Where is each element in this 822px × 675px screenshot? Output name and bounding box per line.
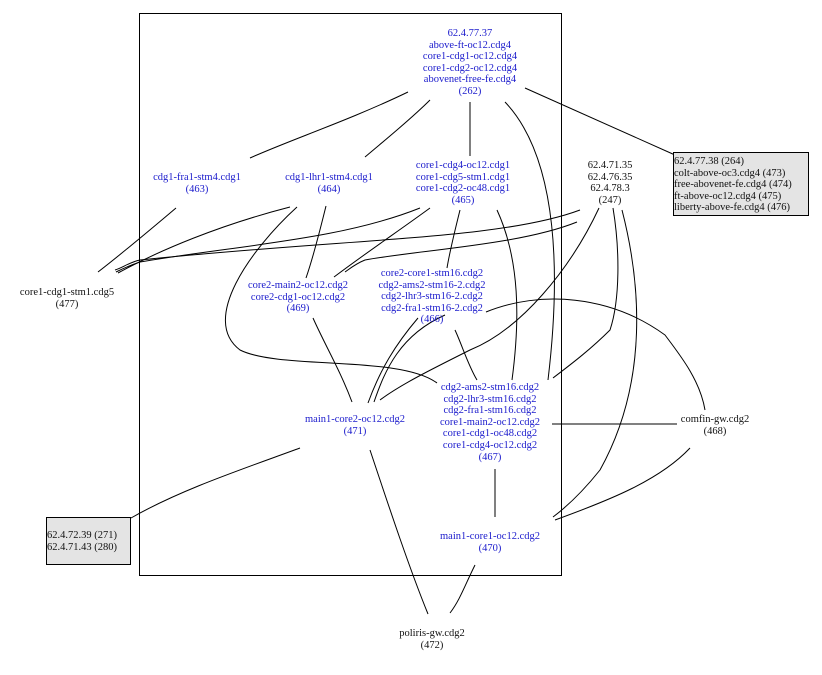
group-item: 62.4.72.39 (271) <box>47 530 117 541</box>
group-box-right[interactable]: 62.4.77.38 (264) colt-above-oc3.cdg4 (47… <box>673 152 809 216</box>
group-item: free-abovenet-fe.cdg4 (474) <box>674 179 792 191</box>
node-262[interactable]: 62.4.77.37 above-ft-oc12.cdg4 core1-cdg1… <box>423 28 517 98</box>
node-label-line: cdg2-fra1-stm16.cdg2 <box>443 405 537 417</box>
node-label-line: core1-cdg4-oc12.cdg1 <box>415 160 511 171</box>
node-label-line: cdg2-fra1-stm16-2.cdg2 <box>381 302 483 314</box>
edge-262-467 <box>504 101 555 381</box>
group-item: colt-above-oc3.cdg4 (473) <box>674 167 786 179</box>
edge-464-467 <box>224 206 438 384</box>
node-471[interactable]: main1-core2-oc12.cdg2 (471) <box>305 414 405 437</box>
group-item: ft-above-oc12.cdg4 (475) <box>674 190 782 202</box>
edge-469-471 <box>312 317 353 403</box>
node-id: (262) <box>458 85 482 97</box>
group-item: 62.4.71.43 (280) <box>47 541 117 553</box>
node-id: (464) <box>317 183 341 195</box>
node-label-line: 62.4.77.37 <box>447 28 493 39</box>
node-label-line: main1-core1-oc12.cdg2 <box>439 531 541 542</box>
node-472[interactable]: poliris-gw.cdg2 (472) <box>399 628 465 651</box>
edge-464-469 <box>305 205 327 279</box>
edge-466-471 <box>367 317 419 404</box>
edge-247-470 <box>552 209 638 518</box>
node-469[interactable]: core2-main2-oc12.cdg2 core2-cdg1-oc12.cd… <box>248 280 348 315</box>
edge-466-468 <box>485 298 706 411</box>
group-item: 62.4.77.38 (264) <box>674 156 744 167</box>
node-label-line: core2-cdg1-oc12.cdg2 <box>250 291 346 303</box>
node-label-line: core1-cdg1-oc12.cdg4 <box>422 51 518 63</box>
cluster-box <box>139 13 562 576</box>
edge-465-469 <box>333 207 431 278</box>
group-item: liberty-above-fe.cdg4 (476) <box>674 202 791 214</box>
edge-468-470 <box>554 447 691 521</box>
edge-465-466 <box>446 209 461 269</box>
node-470[interactable]: main1-core1-oc12.cdg2 (470) <box>440 531 540 554</box>
node-465[interactable]: core1-cdg4-oc12.cdg1 core1-cdg5-stm1.cdg… <box>416 160 510 206</box>
node-id: (470) <box>478 542 502 554</box>
group-box-left[interactable]: 62.4.72.39 (271) 62.4.71.43 (280) <box>46 517 131 565</box>
node-id: (467) <box>478 451 502 463</box>
node-id: (247) <box>598 194 622 206</box>
node-id: (465) <box>451 194 475 206</box>
node-id: (468) <box>703 425 727 437</box>
node-label-line: 62.4.76.35 <box>587 171 633 183</box>
node-id: (466) <box>420 314 444 326</box>
node-id: (463) <box>185 183 209 195</box>
node-label-line: 62.4.78.3 <box>590 183 630 195</box>
node-247[interactable]: 62.4.71.35 62.4.76.35 62.4.78.3 (247) <box>588 160 633 206</box>
node-label-line: cdg2-ams2-stm16-2.cdg2 <box>378 279 486 291</box>
node-label-line: core2-core1-stm16.cdg2 <box>380 268 484 279</box>
edge-247-477 <box>114 209 581 271</box>
node-466[interactable]: core2-core1-stm16.cdg2 cdg2-ams2-stm16-2… <box>378 268 485 326</box>
node-label-line: core1-cdg2-oc12.cdg4 <box>422 62 518 74</box>
node-id: (469) <box>286 303 310 315</box>
node-label-line: core2-main2-oc12.cdg2 <box>247 280 349 291</box>
node-label-line: poliris-gw.cdg2 <box>399 628 465 639</box>
node-label-line: core1-main2-oc12.cdg2 <box>439 416 541 428</box>
node-464[interactable]: cdg1-lhr1-stm4.cdg1 (464) <box>285 172 373 195</box>
node-label-line: cdg2-ams2-stm16.cdg2 <box>440 382 540 393</box>
edge-262-463 <box>249 91 409 159</box>
edge-465-467 <box>496 209 518 381</box>
edge-247-471 <box>379 207 600 401</box>
edge-262-464 <box>364 99 431 158</box>
node-label-line: comfin-gw.cdg2 <box>680 414 750 425</box>
edge-262-right-group <box>524 87 676 156</box>
edge-466b-471 <box>373 314 446 403</box>
node-477[interactable]: core1-cdg1-stm1.cdg5 (477) <box>20 287 114 310</box>
node-id: (471) <box>343 425 367 437</box>
node-label-line: 62.4.71.35 <box>587 160 633 171</box>
node-label-line: above-ft-oc12.cdg4 <box>429 39 511 51</box>
node-463[interactable]: cdg1-fra1-stm4.cdg1 (463) <box>153 172 241 195</box>
edge-471-472 <box>369 449 429 615</box>
node-label-line: core1-cdg4-oc12.cdg2 <box>442 439 538 451</box>
node-label-line: cdg2-lhr3-stm16-2.cdg2 <box>381 291 483 303</box>
node-label-line: core1-cdg5-stm1.cdg1 <box>415 171 511 183</box>
node-label-line: cdg1-lhr1-stm4.cdg1 <box>285 172 373 183</box>
edge-471-left-group <box>130 447 301 519</box>
edge-463-477 <box>97 207 177 273</box>
edge-470-472 <box>449 564 476 614</box>
edge-465-477 <box>115 207 421 273</box>
edge-466-467 <box>454 329 478 381</box>
edge-247-467 <box>552 207 619 379</box>
node-label-line: cdg1-fra1-stm4.cdg1 <box>153 172 241 183</box>
node-label-line: abovenet-free-fe.cdg4 <box>423 74 517 86</box>
node-id: (477) <box>55 298 79 310</box>
node-label-line: cdg2-lhr3-stm16.cdg2 <box>443 393 537 405</box>
node-467[interactable]: cdg2-ams2-stm16.cdg2 cdg2-lhr3-stm16.cdg… <box>440 382 540 463</box>
edge-247-469 <box>344 221 578 273</box>
node-label-line: core1-cdg1-stm1.cdg5 <box>19 287 115 298</box>
node-label-line: main1-core2-oc12.cdg2 <box>304 414 406 425</box>
node-468[interactable]: comfin-gw.cdg2 (468) <box>681 414 749 437</box>
node-label-line: core1-cdg1-oc48.cdg2 <box>442 428 538 440</box>
node-label-line: core1-cdg2-oc48.cdg1 <box>415 183 511 195</box>
node-id: (472) <box>420 639 444 651</box>
